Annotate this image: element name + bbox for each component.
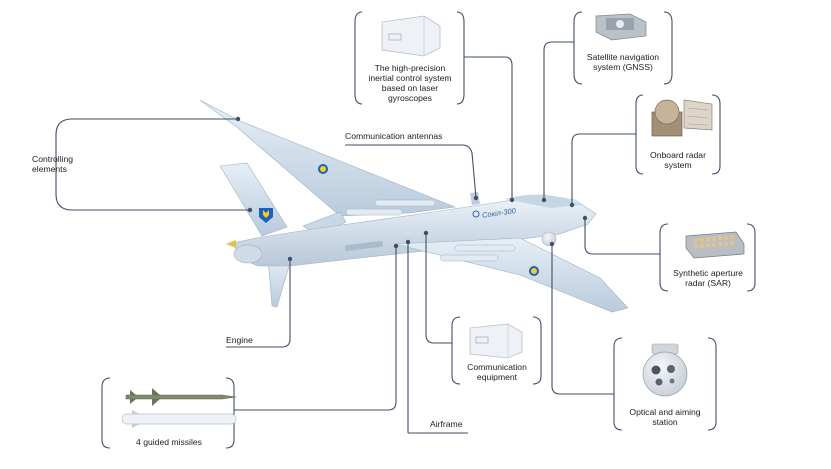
label-communication-equipment: Communication equipment <box>467 362 527 382</box>
fuselage <box>231 194 597 267</box>
optical-station-icon <box>642 343 688 397</box>
guided-missiles-icon <box>121 388 237 428</box>
label-communication-antennas: Communication antennas <box>345 131 443 141</box>
label-optical-aiming-station: Optical and aiming station <box>629 407 701 427</box>
leader-onboard-radar <box>635 94 644 175</box>
gnss-unit-icon <box>595 13 647 41</box>
wing-missiles <box>345 199 516 262</box>
leader-inertial-system <box>354 11 363 105</box>
leader-guided-missiles <box>101 377 111 449</box>
leader-communication-equipment <box>451 316 461 385</box>
leader-optical-station <box>613 337 623 431</box>
sar-unit-icon <box>685 231 745 259</box>
inertial-unit-icon <box>381 15 441 57</box>
leader-lines <box>55 11 756 449</box>
leader-controlling-elements <box>55 118 250 211</box>
label-engine: Engine <box>226 335 253 345</box>
label-controlling-elements: Controlling elements <box>32 154 74 174</box>
leader-airframe <box>407 242 468 434</box>
label-airframe: Airframe <box>430 419 463 429</box>
communication-equipment-icon <box>469 323 523 359</box>
propeller-hub <box>233 244 263 264</box>
label-onboard-radar: Onboard radar system <box>650 150 706 170</box>
uav-aircraft: Сокіл-300 <box>199 99 629 313</box>
leader-satellite-navigation <box>573 11 583 85</box>
label-guided-missiles: 4 guided missiles <box>136 437 202 447</box>
tail-fin <box>219 162 288 237</box>
upper-wing <box>199 99 457 217</box>
leader-dots <box>235 116 588 262</box>
onboard-radar-icon <box>651 99 713 137</box>
leader-communication-antennas <box>345 144 477 199</box>
leader-engine <box>226 259 291 348</box>
label-synthetic-aperture-radar: Synthetic aperture radar (SAR) <box>673 268 743 288</box>
leader-sar <box>659 223 669 292</box>
label-inertial-control-system: The high-precision inertial control syst… <box>368 63 452 103</box>
label-satellite-navigation: Satellite navigation system (GNSS) <box>586 52 660 72</box>
